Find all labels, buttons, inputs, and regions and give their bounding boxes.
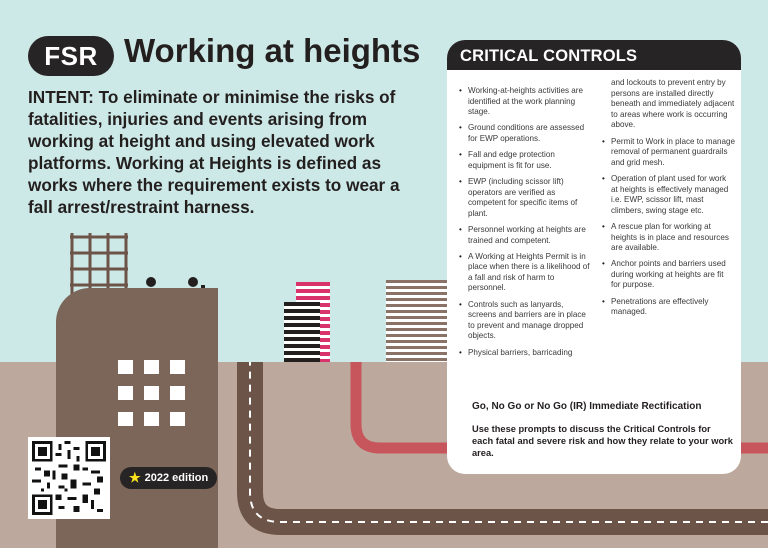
control-item: Anchor points and barriers used during w… bbox=[602, 259, 735, 291]
control-item: A Working at Heights Permit is in place … bbox=[459, 252, 592, 294]
control-item: Permit to Work in place to manage remova… bbox=[602, 137, 735, 169]
control-item: Physical barriers, barricading bbox=[459, 348, 592, 359]
building-illustration bbox=[56, 288, 218, 548]
controls-column-1: Working-at-heights activities are identi… bbox=[459, 86, 592, 364]
control-item: Personnel working at heights are trained… bbox=[459, 225, 592, 246]
controls-column-2: and lockouts to prevent entry by persons… bbox=[602, 78, 735, 364]
control-item: Penetrations are effectively managed. bbox=[602, 297, 735, 318]
control-item: Controls such as lanyards, screens and b… bbox=[459, 300, 592, 342]
edition-badge: ★ 2022 edition bbox=[120, 467, 218, 489]
control-item: A rescue plan for working at heights is … bbox=[602, 222, 735, 254]
star-icon: ★ bbox=[129, 470, 141, 485]
control-item-continued: and lockouts to prevent entry by persons… bbox=[611, 78, 735, 130]
discussion-prompt: Use these prompts to discuss the Critica… bbox=[472, 424, 733, 458]
control-item: Operation of plant used for work at heig… bbox=[602, 174, 735, 216]
critical-controls-panel: CRITICAL CONTROLS Working-at-heights act… bbox=[447, 40, 741, 474]
fsr-badge: FSR bbox=[28, 36, 114, 76]
page-title: Working at heights bbox=[124, 32, 421, 69]
qr-code-icon bbox=[32, 441, 106, 515]
control-item: Working-at-heights activities are identi… bbox=[459, 86, 592, 118]
brown-building-illustration bbox=[386, 280, 448, 362]
qr-code[interactable] bbox=[28, 437, 110, 519]
control-item: Fall and edge protection equipment is fi… bbox=[459, 150, 592, 171]
dark-building-illustration bbox=[284, 302, 320, 362]
intent-statement: INTENT: To eliminate or minimise the ris… bbox=[28, 87, 400, 217]
control-item: Ground conditions are assessed for EWP o… bbox=[459, 123, 592, 144]
edition-label: 2022 edition bbox=[144, 472, 209, 484]
control-item: EWP (including scissor lift) operators a… bbox=[459, 177, 592, 219]
go-no-go-heading: Go, No Go or No Go (IR) Immediate Rectif… bbox=[472, 401, 702, 412]
critical-controls-title: CRITICAL CONTROLS bbox=[447, 40, 741, 70]
